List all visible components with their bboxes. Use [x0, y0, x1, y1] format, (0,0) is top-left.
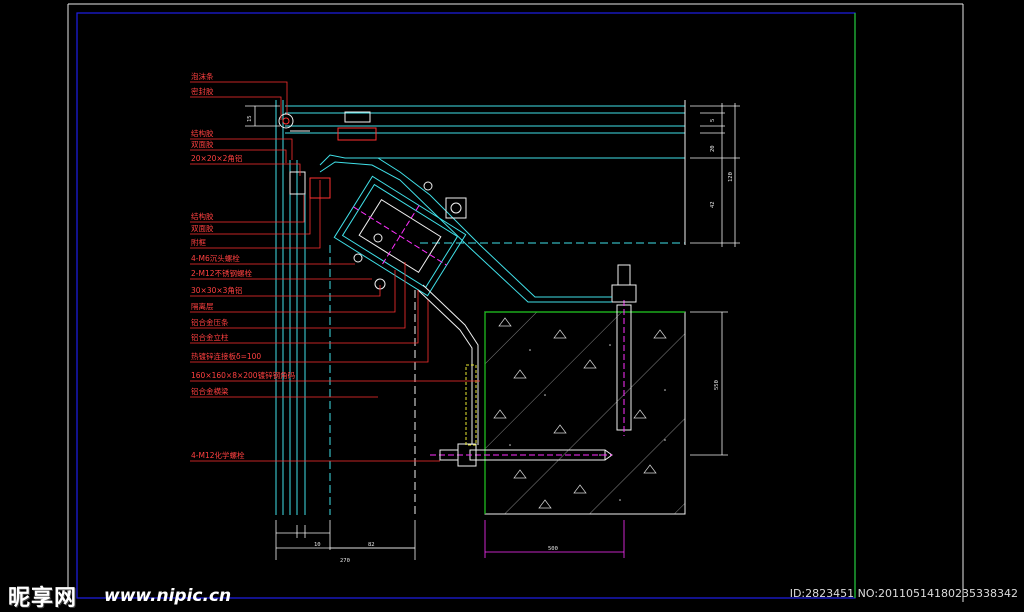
dim-270: 270 [340, 558, 350, 564]
dim-500: 500 [548, 546, 558, 552]
watermark-site-name: 昵享网 [8, 586, 78, 611]
dimension-texts: 5 20 42 120 550 10 82 270 500 15 [247, 115, 734, 564]
label-connector-plate: 热镀锌连接板δ=100 [191, 351, 261, 361]
left-dimension [245, 105, 280, 127]
dim-82: 82 [368, 542, 375, 548]
label-sub-frame: 附框 [191, 237, 206, 247]
drawing-frame [67, 3, 964, 602]
anchor-bolts [430, 264, 637, 467]
label-angle-30: 30×30×3角铝 [191, 285, 242, 295]
bottom-dimensions [275, 520, 625, 560]
label-m12-bolts: 2-M12不锈钢螺栓 [191, 268, 252, 278]
corner-mullion [278, 111, 612, 446]
leader-lines [190, 81, 480, 462]
label-pressure-strip: 铝合金压条 [191, 317, 229, 327]
dim-120: 120 [728, 172, 734, 182]
right-dimensions [690, 103, 740, 456]
dim-20: 20 [710, 145, 716, 152]
label-double-tape-2: 双面胶 [191, 223, 214, 233]
label-mullion: 铝合金立柱 [191, 332, 229, 342]
concrete-wall [484, 311, 686, 515]
dim-10: 10 [314, 542, 321, 548]
label-structural-glue-2: 结构胶 [191, 211, 214, 221]
label-chem-bolts: 4-M12化学螺栓 [191, 450, 245, 460]
annotation-labels: 泡沫条 密封胶 结构胶 双面胶 20×20×2角铝 结构胶 双面胶 附框 4-M… [191, 71, 296, 460]
label-isolation: 隔离层 [191, 301, 214, 311]
dim-15: 15 [247, 115, 253, 122]
label-sealant: 密封胶 [191, 86, 214, 96]
label-angle-20: 20×20×2角铝 [191, 153, 242, 163]
dim-42: 42 [710, 201, 716, 208]
label-foam-strip: 泡沫条 [191, 71, 214, 81]
glass-panels-vertical [275, 100, 416, 515]
label-double-tape-1: 双面胶 [191, 139, 214, 149]
watermark-id: ID:2823451 NO:20110514180235338342 [789, 587, 1018, 600]
label-steel-bracket: 160×160×8×200镀锌钢角码 [191, 370, 296, 380]
watermark-url: www.nipic.cn [104, 586, 232, 606]
glass-panels-horizontal [285, 100, 686, 245]
label-transom: 铝合金横梁 [191, 386, 229, 396]
label-structural-glue-1: 结构胶 [191, 128, 214, 138]
label-m6-bolts: 4-M6沉头螺栓 [191, 253, 240, 263]
dim-5: 5 [710, 119, 716, 122]
dim-550: 550 [714, 380, 720, 390]
